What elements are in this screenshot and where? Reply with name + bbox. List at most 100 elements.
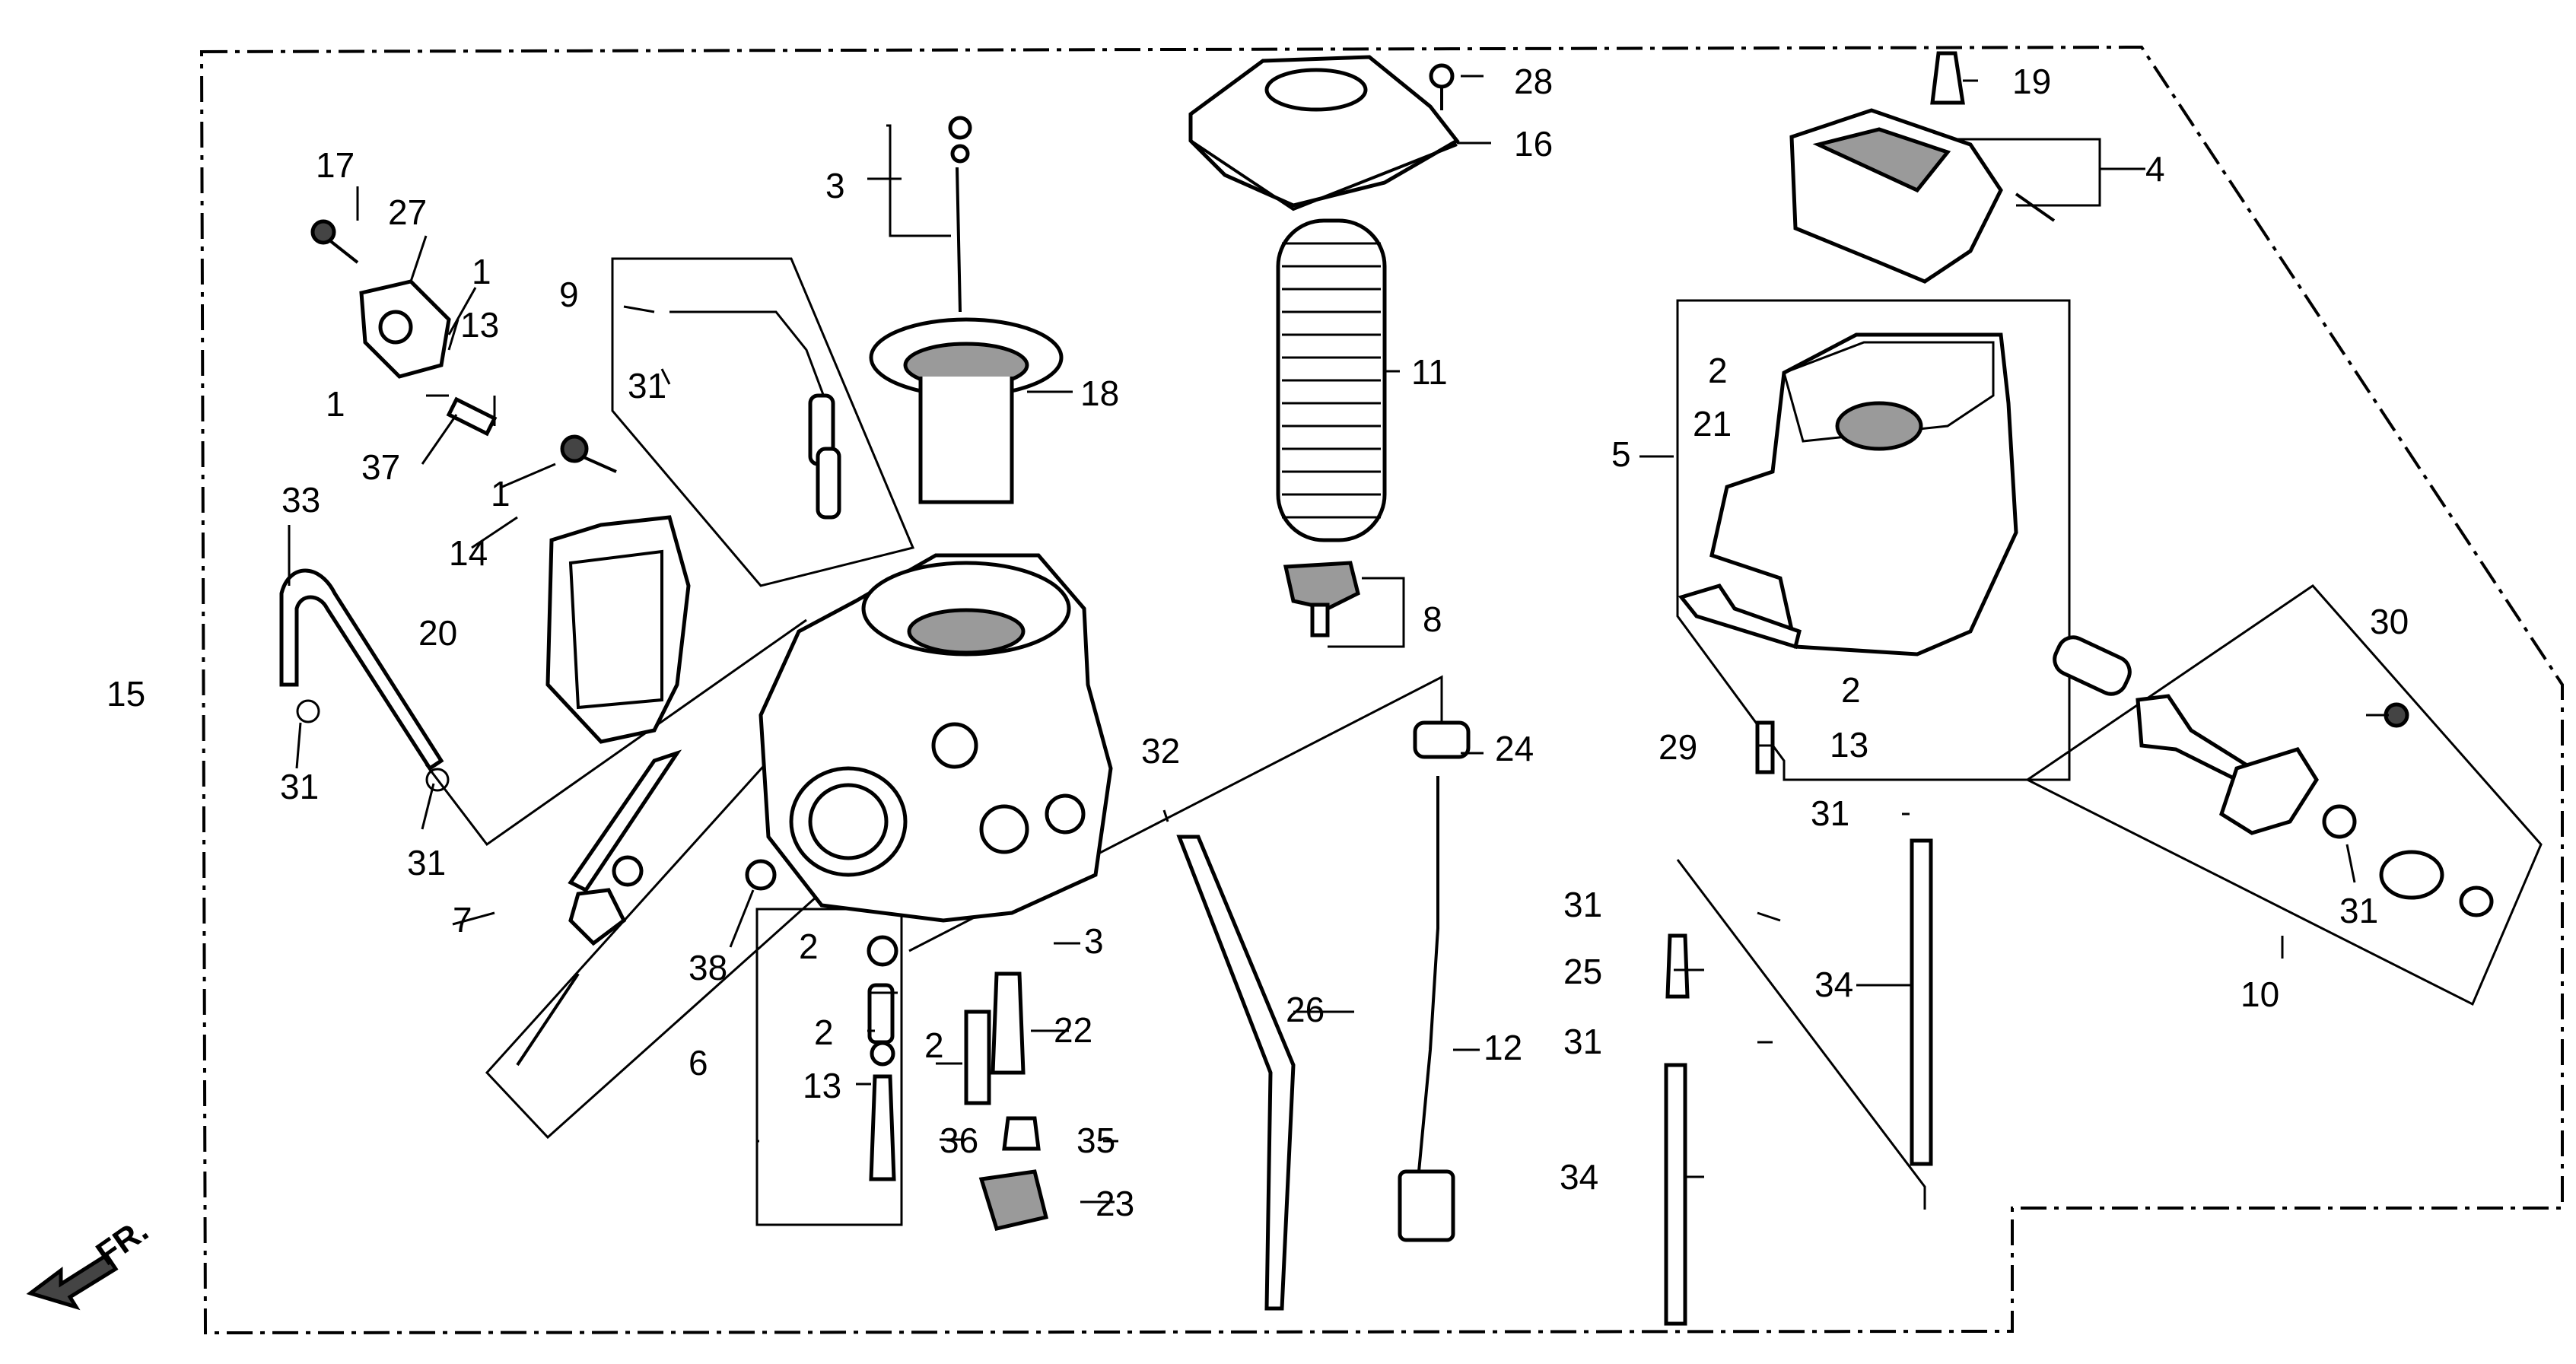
carb-top-cap bbox=[1188, 55, 1460, 211]
screw-38 bbox=[745, 859, 777, 891]
group-9-boundary bbox=[611, 257, 915, 587]
callout-31: 31 bbox=[628, 366, 666, 405]
callout-2: 2 bbox=[799, 927, 819, 966]
callout-4: 4 bbox=[2145, 149, 2165, 189]
group-3-bracket bbox=[886, 124, 951, 237]
callout-13: 13 bbox=[803, 1066, 841, 1105]
accelerator-pump-10 bbox=[2053, 635, 2494, 917]
callout-26: 26 bbox=[1286, 990, 1325, 1029]
valve-19 bbox=[1930, 51, 1965, 105]
front-arrow-icon bbox=[26, 1252, 119, 1311]
hose-34b bbox=[1910, 838, 1933, 1166]
callout-2: 2 bbox=[924, 1025, 944, 1065]
callout-18: 18 bbox=[1080, 374, 1119, 413]
group-fuel-line bbox=[1676, 859, 1926, 1210]
screw-37 bbox=[446, 396, 498, 437]
callout-31: 31 bbox=[1563, 1022, 1602, 1061]
callout-13: 13 bbox=[1830, 725, 1868, 765]
callout-30: 30 bbox=[2370, 602, 2409, 641]
callout-20: 20 bbox=[418, 613, 457, 653]
callout-31: 31 bbox=[407, 843, 446, 882]
callout-17: 17 bbox=[316, 145, 355, 185]
hose-34a bbox=[1664, 1063, 1687, 1326]
float-bowl-5 bbox=[1709, 332, 2018, 657]
clip-31a bbox=[296, 699, 320, 723]
group-5-boundary bbox=[1676, 299, 2071, 781]
callout-3: 3 bbox=[825, 166, 845, 205]
callout-2: 2 bbox=[814, 1013, 834, 1052]
callout-14: 14 bbox=[449, 533, 488, 573]
hose-26 bbox=[1176, 835, 1296, 1311]
callout-1: 1 bbox=[472, 252, 491, 291]
jet-needle-3 bbox=[948, 116, 972, 313]
diaphragm-18 bbox=[869, 317, 1064, 504]
carburetor-body bbox=[758, 553, 1113, 923]
spring-set-7 bbox=[516, 749, 682, 1067]
callout-23: 23 bbox=[1096, 1184, 1134, 1223]
callout-1: 1 bbox=[326, 384, 345, 424]
callout-6: 6 bbox=[689, 1043, 708, 1083]
callout-11: 11 bbox=[1411, 352, 1448, 392]
assembly-15-boundary bbox=[199, 45, 2564, 1335]
front-indicator: FR. bbox=[26, 1211, 155, 1311]
callout-28: 28 bbox=[1514, 62, 1553, 101]
callout-5: 5 bbox=[1611, 434, 1631, 474]
plug-23 bbox=[978, 1169, 1049, 1231]
callout-34: 34 bbox=[1560, 1157, 1598, 1197]
callout-2: 2 bbox=[1841, 670, 1861, 710]
group-4-bracket bbox=[1925, 138, 2101, 207]
callout-7: 7 bbox=[453, 900, 472, 940]
callout-25: 25 bbox=[1563, 952, 1602, 991]
float-block-4 bbox=[1789, 108, 2056, 284]
jet-22 bbox=[991, 971, 1026, 1075]
needle-set-8 bbox=[1283, 561, 1360, 637]
callout-31: 31 bbox=[280, 767, 319, 806]
screw-17 bbox=[310, 219, 359, 264]
cover-20 bbox=[545, 515, 691, 744]
callout-10: 10 bbox=[2240, 975, 2279, 1014]
callout-3: 3 bbox=[1084, 921, 1104, 961]
joint-25 bbox=[1665, 933, 1690, 999]
callout-37: 37 bbox=[361, 447, 400, 487]
callout-9: 9 bbox=[559, 275, 579, 314]
group-10-boundary bbox=[2025, 584, 2543, 1006]
callout-36: 36 bbox=[940, 1121, 978, 1160]
callout-21: 21 bbox=[1693, 404, 1732, 444]
jet-35 bbox=[1002, 1116, 1041, 1151]
leader-lines bbox=[288, 75, 2389, 1203]
callout-32: 32 bbox=[1141, 731, 1180, 771]
screw-28 bbox=[1429, 63, 1455, 110]
callout-33: 33 bbox=[281, 480, 320, 520]
group-8-bracket bbox=[1328, 577, 1405, 648]
callout-27: 27 bbox=[388, 192, 427, 232]
group-20-line bbox=[425, 618, 807, 847]
callout-labels: 1 1 1 2 2 2 2 2 3 3 4 5 6 7 8 9 10 11 12… bbox=[107, 62, 2409, 1223]
callout-31: 31 bbox=[1563, 885, 1602, 924]
callout-22: 22 bbox=[1054, 1010, 1092, 1050]
drain-screw bbox=[1678, 583, 1802, 650]
callout-34: 34 bbox=[1814, 965, 1853, 1004]
throttle-sensor-12 bbox=[1398, 720, 1471, 1242]
callout-16: 16 bbox=[1514, 124, 1553, 164]
callout-15: 15 bbox=[107, 674, 145, 714]
callout-38: 38 bbox=[689, 948, 727, 987]
hose-group-9 bbox=[669, 310, 841, 520]
callout-12: 12 bbox=[1484, 1028, 1522, 1067]
callout-2: 2 bbox=[1708, 351, 1728, 390]
callout-24: 24 bbox=[1495, 729, 1534, 768]
clip-31b bbox=[425, 768, 450, 792]
hose-33 bbox=[279, 568, 444, 771]
callout-31: 31 bbox=[1811, 793, 1849, 833]
callout-31: 31 bbox=[2339, 891, 2378, 930]
pilot-screw-set-6 bbox=[867, 935, 898, 1181]
screw-29 bbox=[1755, 720, 1775, 774]
callout-13: 13 bbox=[460, 305, 499, 345]
callout-35: 35 bbox=[1077, 1121, 1115, 1160]
callout-29: 29 bbox=[1658, 727, 1697, 767]
callout-8: 8 bbox=[1423, 599, 1442, 639]
screw-14 bbox=[560, 434, 617, 473]
choke-27 bbox=[359, 279, 451, 379]
callout-1: 1 bbox=[491, 474, 510, 513]
callout-19: 19 bbox=[2012, 62, 2051, 101]
